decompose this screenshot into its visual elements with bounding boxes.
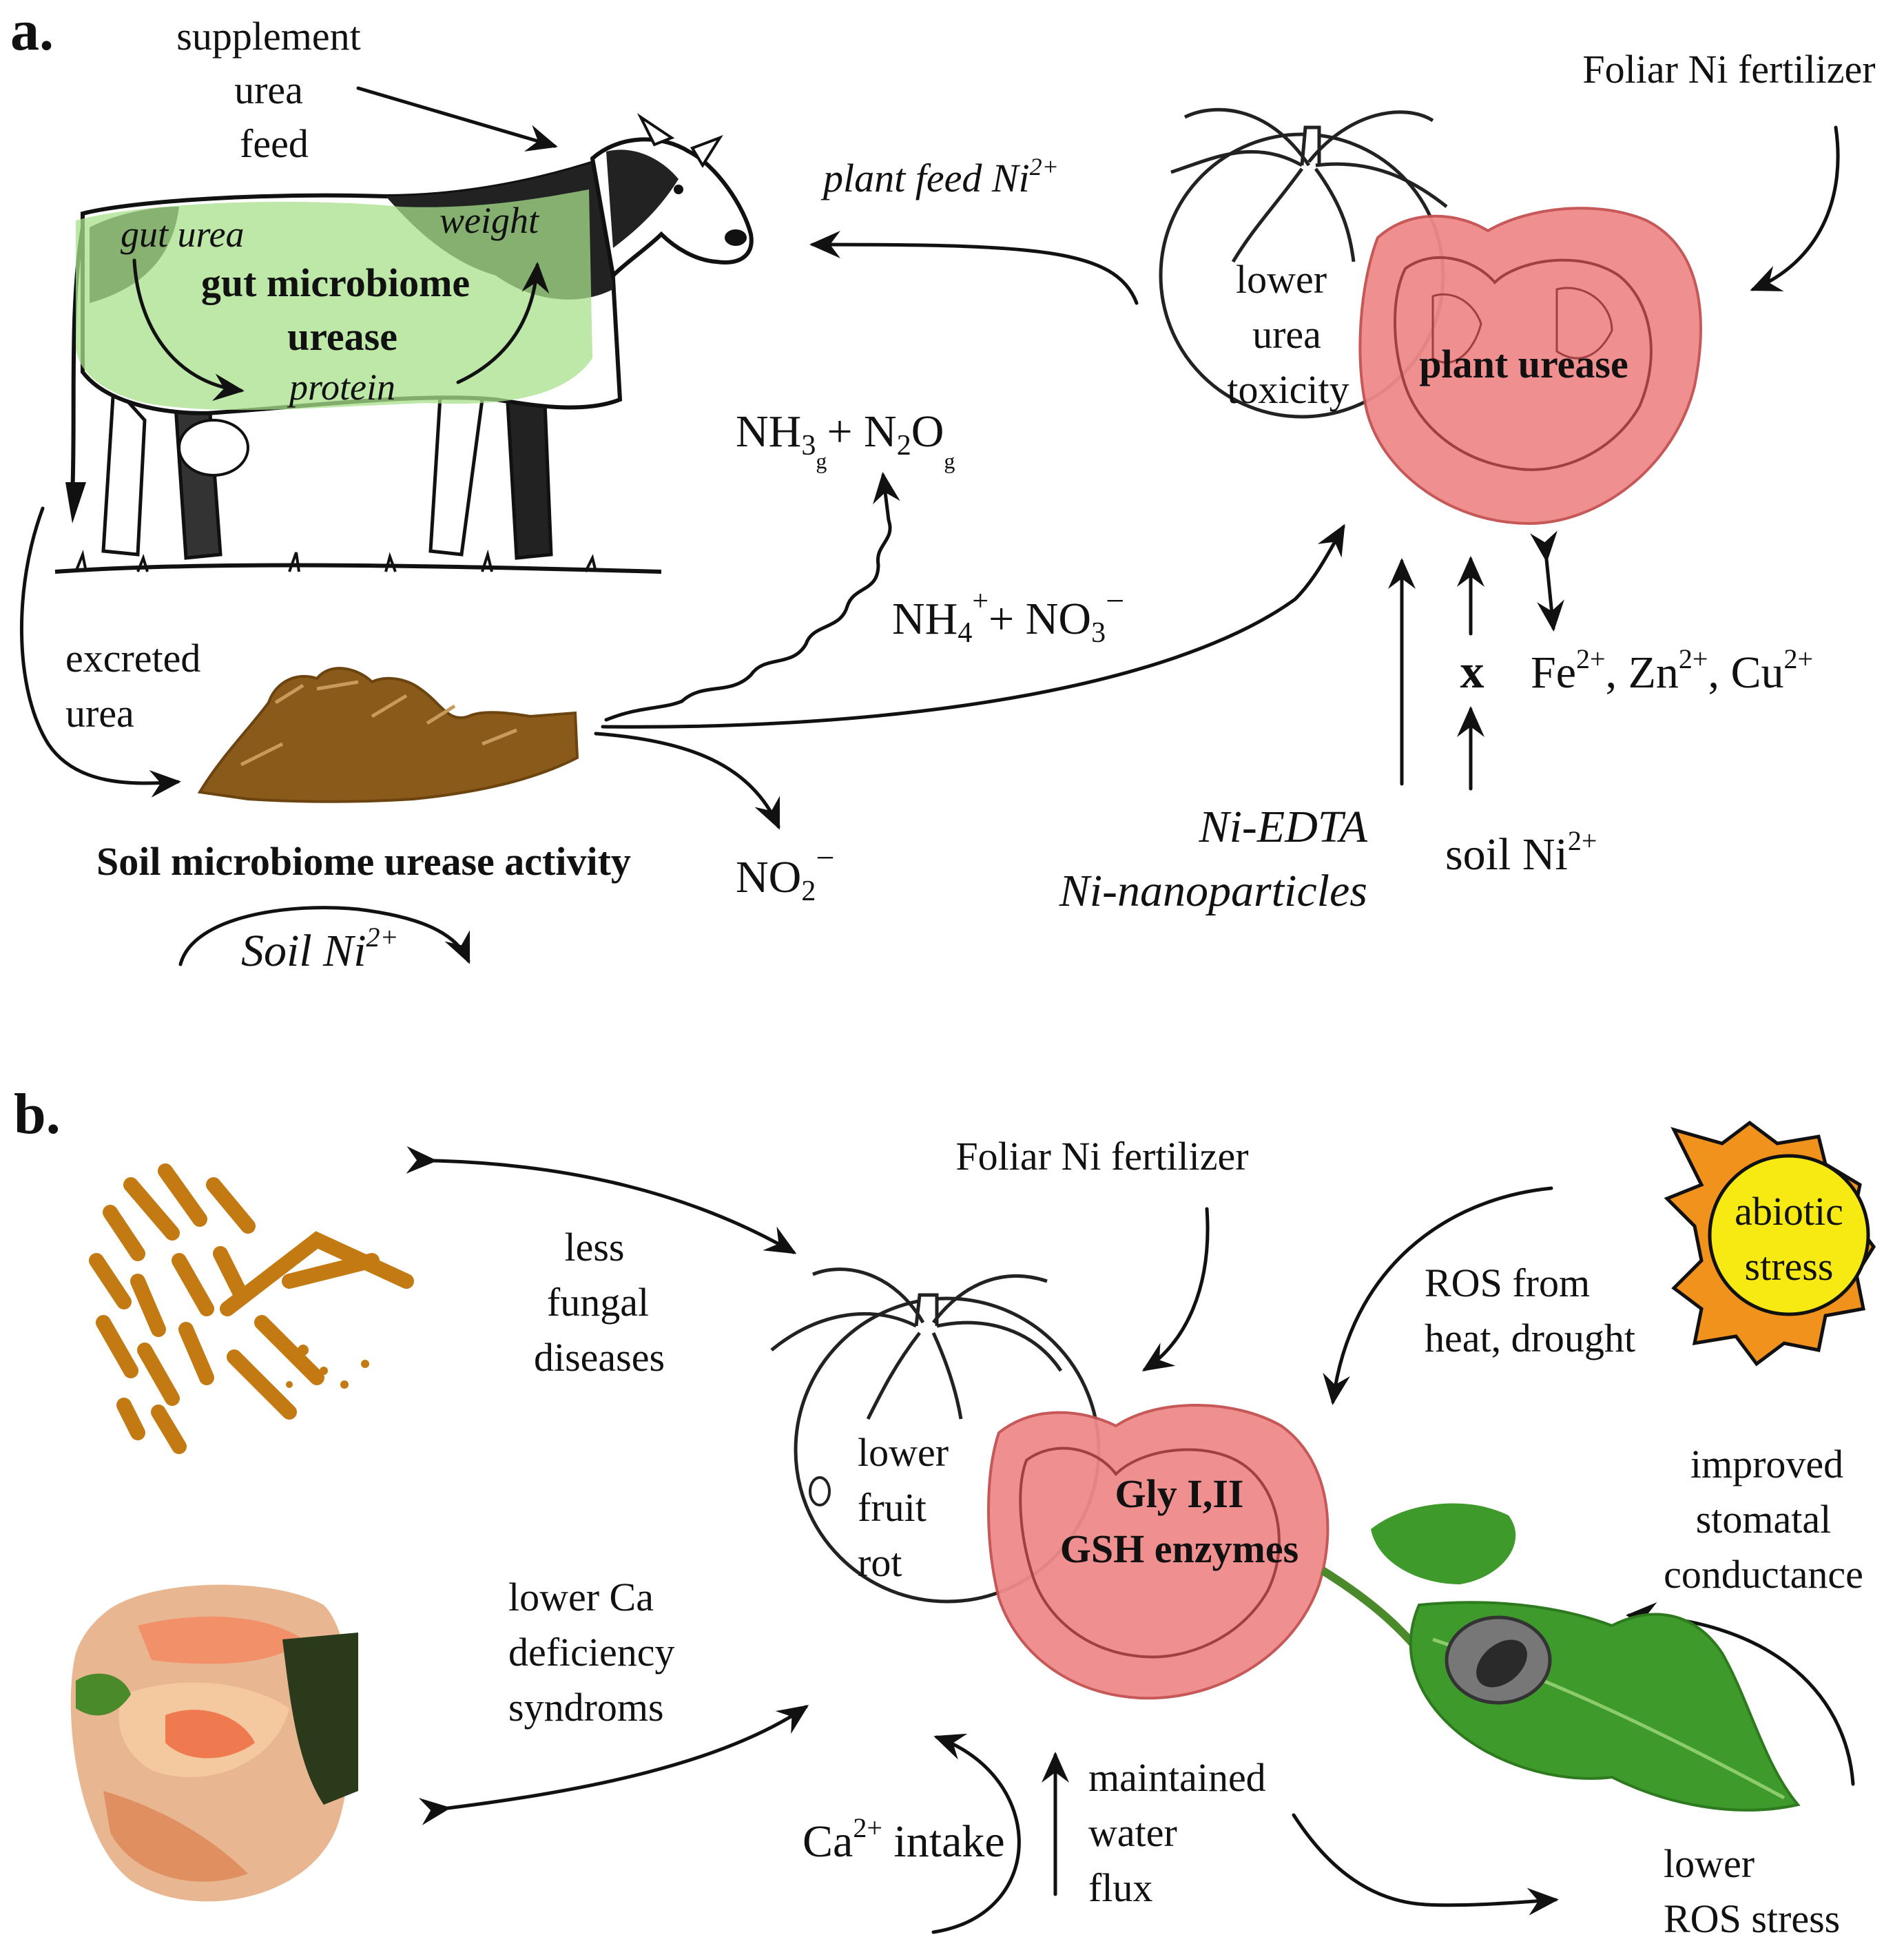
cow-illustration bbox=[54, 113, 754, 574]
svg-text:lower: lower bbox=[1664, 1841, 1755, 1886]
svg-text:stress: stress bbox=[1745, 1244, 1834, 1289]
protein-label: protein bbox=[287, 366, 395, 408]
excreted-urea-label: excreted urea bbox=[65, 636, 200, 736]
svg-text:water: water bbox=[1088, 1810, 1177, 1855]
nitrite-arrow bbox=[594, 732, 780, 830]
ca-deficiency-double-arrow bbox=[418, 1705, 809, 1825]
lower-ros-stress-label: lower ROS stress bbox=[1664, 1841, 1840, 1941]
svg-text:urea: urea bbox=[234, 68, 303, 112]
panel-b-label: b. bbox=[14, 1082, 61, 1146]
tomato-cut-a bbox=[1358, 207, 1702, 526]
plant-urease-label: plant urease bbox=[1419, 342, 1628, 386]
svg-text:lower Ca: lower Ca bbox=[508, 1575, 654, 1619]
svg-text:ROS from: ROS from bbox=[1425, 1261, 1590, 1305]
svg-text:feed: feed bbox=[240, 121, 309, 166]
soil-ni-italic-label: Soil Ni2+ bbox=[241, 922, 399, 976]
supplement-urea-feed-label: supplement urea feed bbox=[176, 14, 360, 166]
panel-a-label: a. bbox=[10, 0, 54, 63]
foliar-ni-label-a: Foliar Ni fertilizer bbox=[1582, 47, 1875, 92]
improved-stomatal-label: improved stomatal conductance bbox=[1664, 1442, 1863, 1597]
svg-text:Ni-nanoparticles: Ni-nanoparticles bbox=[1059, 866, 1367, 916]
nitrogen-to-plant-arrow bbox=[601, 524, 1345, 729]
soil-ni-cycle-arrow bbox=[178, 906, 470, 966]
ca-deficiency-tomato-image bbox=[70, 1584, 358, 1902]
lower-fruit-rot-label: lower fruit rot bbox=[858, 1430, 949, 1585]
excreted-urea-arrow bbox=[20, 506, 181, 798]
svg-text:lower: lower bbox=[858, 1430, 949, 1475]
supplement-arrow bbox=[356, 86, 558, 152]
ni-edta-nanoparticles-label: Ni-EDTA Ni-nanoparticles bbox=[1059, 802, 1368, 916]
svg-text:urea: urea bbox=[1252, 312, 1321, 357]
svg-text:syndroms: syndroms bbox=[508, 1685, 664, 1730]
svg-text:urea: urea bbox=[65, 691, 134, 736]
fungal-hyphae-image bbox=[76, 1123, 414, 1460]
svg-text:Ni-EDTA: Ni-EDTA bbox=[1199, 802, 1368, 852]
foliar-arrow-a bbox=[1750, 125, 1840, 291]
svg-text:stomatal: stomatal bbox=[1696, 1497, 1832, 1542]
svg-text:rot: rot bbox=[858, 1540, 902, 1585]
plant-feed-ni-label: plant feed Ni2+ bbox=[820, 153, 1059, 200]
no2-label: NO2− bbox=[736, 840, 834, 907]
svg-text:flux: flux bbox=[1088, 1865, 1152, 1910]
lower-ca-deficiency-label: lower Ca deficiency syndroms bbox=[508, 1575, 675, 1730]
lower-urea-toxicity-label: lower urea toxicity bbox=[1227, 257, 1349, 412]
svg-text:excreted: excreted bbox=[65, 636, 200, 681]
x-label: x bbox=[1460, 645, 1484, 698]
protein-to-weight-arrow bbox=[456, 262, 550, 384]
weight-label: weight bbox=[439, 200, 540, 241]
svg-text:improved: improved bbox=[1690, 1442, 1843, 1486]
svg-text:toxicity: toxicity bbox=[1227, 367, 1349, 412]
nh3-n2o-label: NH3g+ N2Og bbox=[736, 406, 955, 473]
svg-text:maintained: maintained bbox=[1088, 1755, 1266, 1800]
svg-text:ROS stress: ROS stress bbox=[1664, 1896, 1840, 1941]
less-fungal-diseases-label: less fungal diseases bbox=[534, 1225, 665, 1380]
ca-intake-arrow bbox=[931, 1733, 1021, 1934]
svg-text:lower: lower bbox=[1236, 257, 1327, 302]
lower-ros-arrow bbox=[1292, 1813, 1559, 1916]
abiotic-stress-label: abiotic stress bbox=[1735, 1189, 1843, 1289]
foliar-arrow-b bbox=[1141, 1207, 1210, 1371]
gut-microbiome-label: gut microbiome bbox=[201, 260, 470, 305]
nh4-no3-label: NH4++ NO3− bbox=[892, 583, 1124, 649]
svg-text:less: less bbox=[565, 1225, 625, 1270]
svg-text:fungal: fungal bbox=[547, 1280, 649, 1325]
abiotic-stress-sun bbox=[1664, 1120, 1876, 1367]
svg-text:fruit: fruit bbox=[858, 1485, 927, 1530]
tomato-cut-b bbox=[987, 1404, 1329, 1700]
soil-ni-label-a: soil Ni2+ bbox=[1445, 825, 1597, 880]
fungal-double-arrow bbox=[406, 1146, 797, 1254]
gut-urea-label: gut urea bbox=[121, 214, 244, 255]
plant-feed-arrow bbox=[809, 231, 1139, 305]
gsh-enzymes-label: GSH enzymes bbox=[1060, 1526, 1298, 1571]
svg-text:deficiency: deficiency bbox=[508, 1630, 675, 1675]
svg-text:heat, drought: heat, drought bbox=[1425, 1316, 1635, 1360]
gut-urease-label: urease bbox=[287, 314, 397, 359]
svg-text:gut urea: gut urea bbox=[121, 214, 244, 255]
maintained-water-flux-label: maintained water flux bbox=[1088, 1755, 1266, 1910]
foliar-ni-label-b: Foliar Ni fertilizer bbox=[955, 1134, 1248, 1179]
ca-intake-label: Ca2+ intake bbox=[803, 1812, 1005, 1867]
soil-microbiome-activity-label: Soil microbiome urease activity bbox=[96, 839, 631, 884]
svg-text:conductance: conductance bbox=[1664, 1552, 1863, 1597]
soil-pile bbox=[197, 667, 579, 803]
svg-text:supplement: supplement bbox=[176, 14, 360, 59]
svg-text:diseases: diseases bbox=[534, 1335, 665, 1380]
ros-from-heat-label: ROS from heat, drought bbox=[1425, 1261, 1635, 1360]
gly-label: Gly I,II bbox=[1115, 1471, 1244, 1516]
metals-double-arrow bbox=[1530, 530, 1564, 632]
metals-label: Fe2+, Zn2+, Cu2+ bbox=[1531, 643, 1813, 698]
svg-text:abiotic: abiotic bbox=[1735, 1189, 1843, 1234]
ros-arrow bbox=[1323, 1186, 1553, 1405]
gas-emission-wavy-arrow bbox=[604, 472, 900, 722]
tomato-leaf-image bbox=[1320, 1503, 1801, 1812]
gut-urea-to-protein-arrow bbox=[132, 258, 245, 402]
